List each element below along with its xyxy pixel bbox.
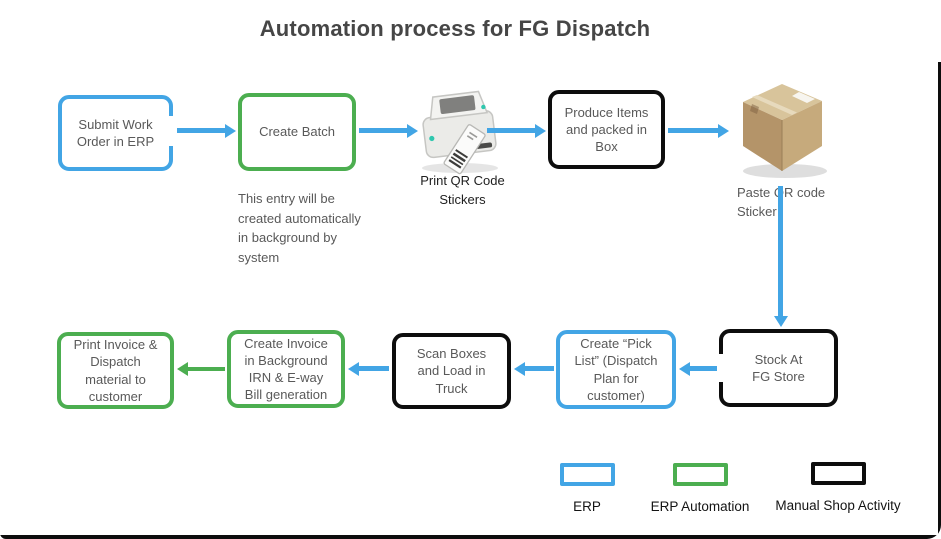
flow-node-label: Stock At FG Store	[752, 351, 805, 384]
flow-node-scan-boxes: Scan Boxes and Load in Truck	[392, 333, 511, 409]
flow-node-label: Create “Pick List” (Dispatch Plan for cu…	[574, 336, 658, 403]
flow-node-submit-work-order: Submit Work Order in ERP	[58, 95, 173, 171]
border-gap	[715, 354, 723, 382]
flow-node-print-invoice: Print Invoice & Dispatch material to cus…	[57, 332, 174, 409]
arrow-printer-to-produce	[487, 123, 546, 138]
legend-label: ERP	[573, 499, 601, 514]
flow-node-produce-items: Produce Items and packed in Box	[548, 90, 665, 169]
legend-item-erp: ERP	[527, 463, 647, 514]
legend-item-erp-automation: ERP Automation	[630, 463, 770, 514]
legend-swatch-erp	[559, 463, 615, 486]
slide-border-bottom	[0, 535, 941, 539]
flow-node-label: Print Invoice & Dispatch material to cus…	[73, 337, 158, 404]
flow-node-create-invoice: Create Invoice in Background IRN & E-way…	[227, 330, 345, 408]
arrow-produce-to-box	[668, 123, 729, 138]
arrow-stock-to-picklist	[679, 361, 717, 376]
flow-node-create-batch: Create Batch	[238, 93, 356, 171]
flow-node-pick-list: Create “Pick List” (Dispatch Plan for cu…	[556, 330, 676, 409]
legend-swatch-erp-automation	[672, 463, 728, 486]
create-batch-note: This entry will be created automatically…	[238, 191, 361, 265]
flow-node-label: Create Invoice in Background IRN & E-way…	[244, 335, 328, 403]
printer-caption: Print QR Code Stickers	[420, 173, 505, 207]
legend-item-manual-shop-activity: Manual Shop Activity	[762, 462, 914, 513]
slide-border-right	[938, 62, 941, 539]
arrow-scan-to-invoice	[348, 361, 389, 376]
flow-node-label: Create Batch	[259, 124, 335, 140]
legend-label: ERP Automation	[650, 499, 750, 514]
arrow-box-to-stock	[773, 186, 788, 327]
arrow-submit-to-batch	[177, 123, 236, 138]
flow-node-label: Produce Items and packed in Box	[564, 104, 649, 155]
legend-label: Manual Shop Activity	[775, 498, 901, 513]
cardboard-box-icon	[735, 78, 830, 183]
border-gap	[168, 116, 176, 146]
arrow-picklist-to-scan	[514, 361, 554, 376]
page-title: Automation process for FG Dispatch	[259, 16, 651, 41]
flow-node-stock-fg-store: Stock At FG Store	[719, 329, 838, 407]
flow-node-label: Submit Work Order in ERP	[76, 116, 155, 149]
label-printer-icon	[410, 80, 510, 175]
paste-sticker-caption: Paste QR code Sticker	[737, 185, 826, 219]
flow-node-label: Scan Boxes and Load in Truck	[416, 346, 487, 396]
legend-swatch-manual	[810, 462, 866, 485]
arrow-invoice-to-print	[177, 362, 225, 376]
arrow-batch-to-printer	[359, 123, 418, 138]
